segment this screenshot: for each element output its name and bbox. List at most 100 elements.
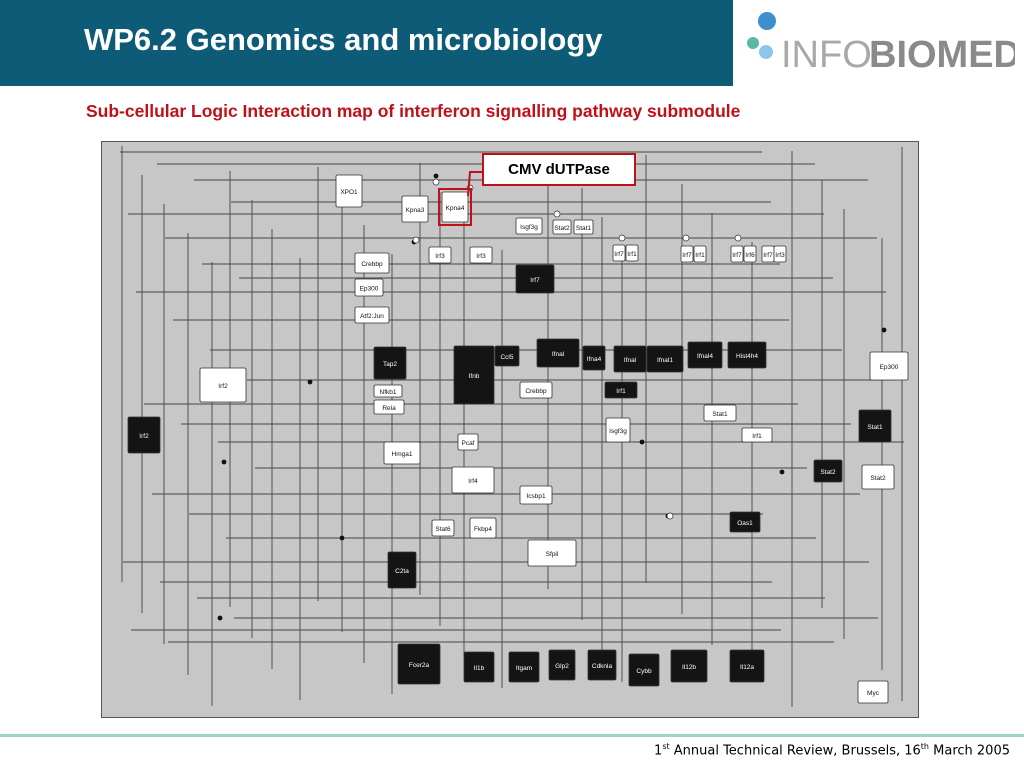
logic-gate: [432, 178, 440, 186]
node-label: Crebbp: [361, 261, 383, 268]
node-label: Kpna3: [406, 207, 425, 214]
node-irf2-30: Irf2: [199, 367, 247, 403]
node-ifna4-24: Ifna4: [582, 345, 606, 371]
logic-gate: [682, 234, 690, 242]
node-label: Irf3: [435, 253, 445, 260]
node-label: Irf3: [775, 252, 785, 259]
junction-dot: [779, 469, 785, 475]
node-irf3-4: Irf3: [428, 246, 452, 264]
node-box: [582, 345, 606, 371]
node-label: Ep300: [360, 286, 379, 293]
node-label: Irf6: [745, 252, 755, 259]
node-box: [604, 381, 638, 399]
logic-gate: [666, 512, 674, 520]
node-irf4-42: Irf4: [451, 466, 495, 494]
node-cdknla-55: Cdknla: [587, 649, 617, 681]
node-label: Ifnal4: [697, 353, 713, 360]
node-irf7-14: Irf7: [680, 245, 694, 263]
node-label: Cdknla: [592, 663, 613, 670]
junction-dot: [307, 379, 313, 385]
node-box: [670, 649, 708, 683]
node-label: Crebbp: [525, 388, 547, 395]
infobiomed-logo: INFO BIOMED: [745, 8, 1021, 78]
node-box: [397, 643, 441, 685]
node-label: Stat6: [435, 526, 451, 533]
node-irf3-5: Irf3: [469, 246, 493, 264]
logo-dot-green: [747, 37, 759, 49]
slide-title: WP6.2 Genomics and microbiology: [84, 22, 603, 57]
node-fkbp4-48: Fkbp4: [469, 517, 497, 539]
node-irf1-15: Irf1: [693, 245, 707, 263]
node-label: Stat2: [820, 469, 836, 476]
node-label: Cybb: [636, 668, 652, 675]
node-label: Itgam: [516, 665, 532, 672]
node-label: Irf1: [695, 252, 705, 259]
edge-layer: [120, 146, 904, 707]
node-box: [463, 651, 495, 683]
node-label: Pcaf: [461, 440, 474, 447]
node-box: [548, 649, 576, 681]
logo-text-bold: BIOMED: [869, 34, 1015, 76]
node-box: [605, 417, 631, 443]
node-box: [515, 264, 555, 294]
logo-text-light: INFO: [781, 34, 872, 76]
node-label: Il12a: [740, 664, 754, 671]
node-box: [127, 416, 161, 454]
title-bar: WP6.2 Genomics and microbiology: [0, 0, 733, 86]
node-box: [335, 174, 363, 208]
node-xpo1-0: XPO1: [335, 174, 363, 208]
node-irf1-34: Irf1: [604, 381, 638, 399]
node-label: Irf7: [682, 252, 692, 259]
node-stat1-10: Stat1: [573, 219, 594, 235]
node-label: Irf1: [752, 433, 762, 440]
node-isgf3g-37: Isgf3g: [605, 417, 631, 443]
node-icsbp1-43: Icsbp1: [519, 485, 553, 505]
node-box: [861, 464, 895, 490]
node-c2ta-50: C2ta: [387, 551, 417, 589]
node-box: [457, 433, 479, 451]
node-ifnal-25: Ifnal: [613, 345, 647, 373]
junction-dot: [339, 535, 345, 541]
node-label: Stat2: [870, 475, 886, 482]
node-label: Irf7: [614, 251, 624, 258]
node-label: Irf3: [476, 253, 486, 260]
footer-ordinal-suffix: st: [662, 742, 670, 751]
node-ifnb-21: Ifnb: [453, 345, 495, 405]
node-box: [552, 219, 572, 235]
node-label: Kpna4: [446, 205, 465, 212]
node-sfpil-49: Sfpil: [527, 539, 577, 567]
node-box: [515, 217, 543, 235]
logo-dot-blue: [758, 12, 776, 30]
logic-gate: [734, 234, 742, 242]
node-box: [693, 245, 707, 263]
node-label: Il12b: [682, 664, 696, 671]
node-stat1-35: Stat1: [703, 404, 737, 422]
logo-graphic: INFO BIOMED: [747, 12, 1021, 76]
node-label: Isgf3g: [609, 428, 627, 435]
node-label: Irf7: [530, 277, 540, 284]
junction-dot: [221, 459, 227, 465]
node-label: Icsbp1: [526, 493, 546, 500]
node-label: Myc: [867, 690, 880, 697]
node-box: [441, 191, 469, 223]
node-ep300-6: Ep300: [354, 278, 384, 297]
node-il12b-57: Il12b: [670, 649, 708, 683]
node-crebbp-3: Crebbp: [354, 252, 390, 274]
node-label: Ifnb: [469, 373, 480, 380]
node-box: [680, 245, 694, 263]
node-crebbp-33: Crebbp: [519, 381, 553, 399]
footer-month-year: March 2005: [929, 743, 1010, 759]
node-hist4h4-28: Hist4h4: [727, 341, 767, 369]
node-label: Irf4: [468, 478, 478, 485]
node-box: [858, 409, 892, 443]
node-kpna4-2: Kpna4: [438, 188, 472, 226]
node-box: [469, 246, 493, 264]
node-box: [373, 399, 405, 415]
node-label: Nfkb1: [380, 389, 397, 396]
node-box: [587, 649, 617, 681]
node-box: [401, 195, 429, 223]
node-ep300-29: Ep300: [869, 351, 909, 381]
node-label: Stat2: [554, 225, 570, 232]
